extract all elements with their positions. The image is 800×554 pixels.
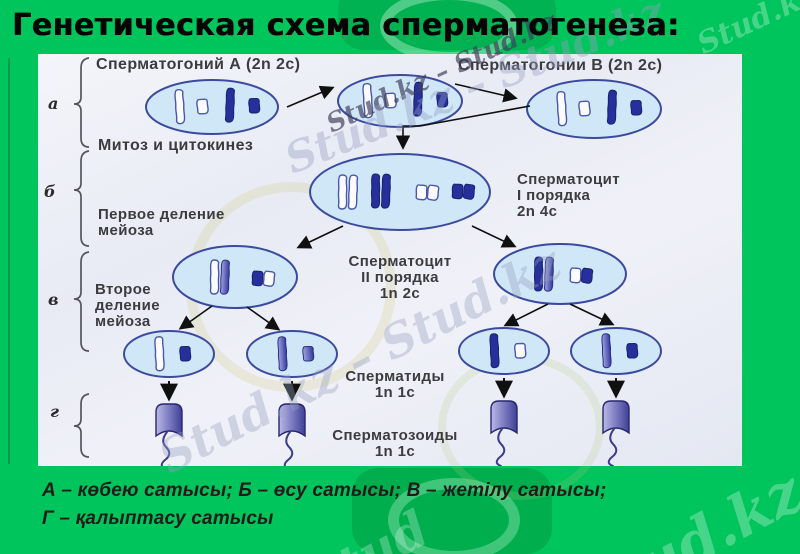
label-meiosis-2: Второе деление мейоза	[95, 281, 160, 331]
diagram-graphics: .cell{fill:#cfe7f7;stroke:#3c4a9e;stroke…	[73, 57, 662, 466]
label-spermatocyte-1: Сперматоцит I порядка 2n 4c	[517, 171, 620, 221]
page-title: Генетическая схема сперматогенеза:	[12, 8, 680, 43]
label-spermatogonia-b: Сперматогонии В (2n 2c)	[458, 57, 663, 74]
label-spermatids: Сперматиды 1n 1c	[345, 368, 445, 402]
spermatozoon	[155, 400, 630, 466]
stage-letter-a: а	[48, 94, 59, 113]
chromosomes-spermatids	[153, 333, 639, 372]
label-spermatocyte-2: Сперматоцит II порядка 1n 2c	[348, 253, 452, 303]
stage-letter-g: г	[50, 402, 59, 421]
label-mitosis: Митоз и цитокинез	[98, 137, 254, 154]
flow-arrows	[160, 83, 625, 402]
label-meiosis-1: Первое деление мейоза	[98, 206, 225, 240]
caption-line-1: А – көбею сатысы; Б – өсу сатысы; В – же…	[42, 480, 607, 501]
stage-letter-v: в	[48, 290, 59, 309]
label-spermatozoa: Сперматозоиды 1n 1c	[332, 427, 458, 461]
stage-braces	[73, 57, 90, 458]
caption-line-2: Г – қалыптасу сатысы	[42, 507, 274, 529]
spermatogenesis-diagram: а б в г Сперматогоний А (2n 2c) Спермато…	[38, 54, 742, 500]
stage-key-caption: А – көбею сатысы; Б – өсу сатысы; В – же…	[42, 477, 607, 532]
stage-letter-b: б	[44, 182, 56, 201]
slide-border-line	[8, 58, 10, 464]
label-spermatogonium-a: Сперматогоний А (2n 2c)	[96, 56, 301, 73]
